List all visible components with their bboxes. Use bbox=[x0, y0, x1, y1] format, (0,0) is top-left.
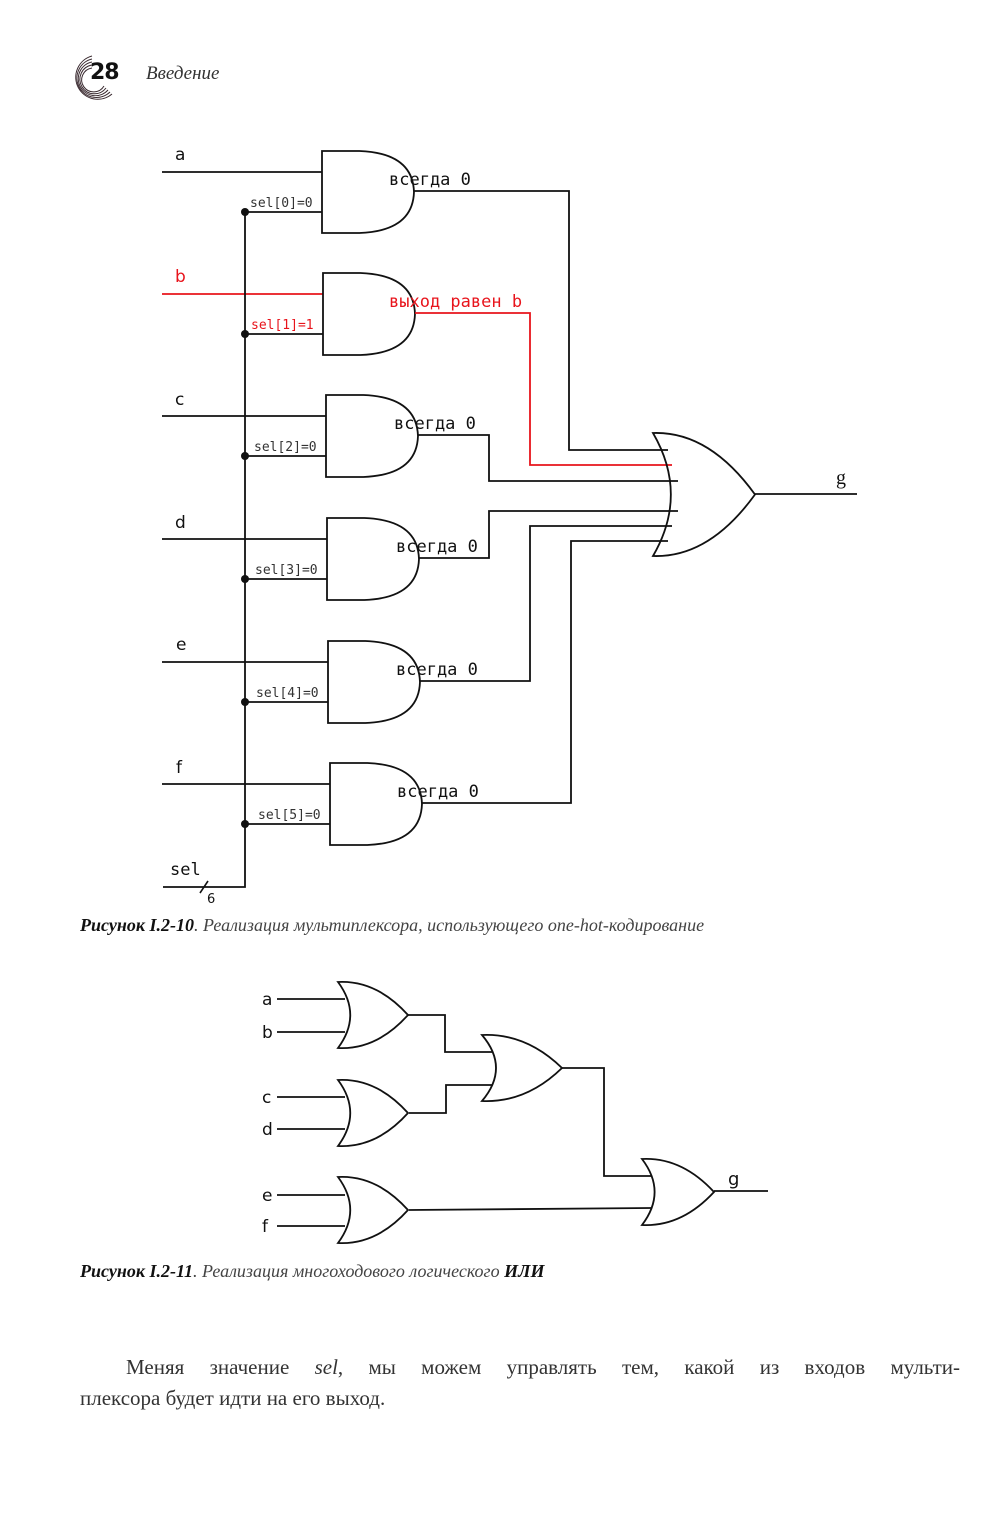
wire-cd-to-level2 bbox=[409, 1084, 492, 1114]
paragraph-line-1: Меняя значение sel, мы можем управлять т… bbox=[80, 1352, 960, 1383]
bus-label-sel: sel bbox=[170, 860, 201, 880]
figure2-circuit: ab cd ef g bbox=[262, 981, 768, 1244]
figure1-caption-text: . Реализация мультиплексора, использующе… bbox=[193, 915, 705, 935]
input-label-b: b bbox=[175, 267, 186, 287]
input-label-f: f bbox=[262, 1217, 269, 1237]
gate-output-label-4: всегда 0 bbox=[396, 660, 478, 680]
bus-width-slash bbox=[199, 880, 209, 894]
wire-ab-to-level2 bbox=[408, 1014, 492, 1053]
figure1-caption-label: Рисунок I.2-10 bbox=[80, 915, 194, 935]
or-gate-main bbox=[651, 432, 757, 557]
input-label-a: a bbox=[262, 990, 272, 1010]
input-label-e: e bbox=[262, 1186, 272, 1206]
output-wire-3 bbox=[418, 510, 678, 559]
figure2-caption-tail: ИЛИ bbox=[504, 1261, 545, 1281]
output-wire-2 bbox=[417, 434, 678, 482]
gate-output-label-3: всегда 0 bbox=[396, 537, 478, 557]
input-label-a: a bbox=[175, 145, 185, 165]
select-label-5: sel[5]=0 bbox=[258, 808, 321, 823]
or-gate-level1-1 bbox=[336, 1079, 410, 1147]
input-label-b: b bbox=[262, 1023, 273, 1043]
figure1-circuit: a sel[0]=0 всегда 0 b sel[1]=1 выход равен b c… bbox=[162, 145, 857, 907]
select-label-4: sel[4]=0 bbox=[256, 686, 319, 701]
output-wire-1 bbox=[414, 312, 672, 466]
and-gate-4 bbox=[327, 640, 421, 724]
paragraph-text: Меняя значение bbox=[126, 1355, 315, 1379]
figure1-caption: Рисунок I.2-10. Реализация мультиплексор… bbox=[80, 915, 704, 936]
input-label-d: d bbox=[262, 1120, 273, 1140]
wire-level2-to-final bbox=[562, 1067, 651, 1177]
output-label-g: g bbox=[728, 1169, 739, 1190]
gate-output-label-0: всегда 0 bbox=[389, 170, 471, 190]
output-wire-0 bbox=[413, 190, 668, 451]
input-label-f: f bbox=[176, 758, 183, 778]
and-gate-3 bbox=[326, 517, 420, 601]
or-gate-level1-0 bbox=[336, 981, 410, 1049]
select-label-0: sel[0]=0 bbox=[250, 196, 313, 211]
input-label-e: e bbox=[176, 635, 186, 655]
select-bus bbox=[163, 212, 246, 888]
output-label-g: g bbox=[836, 467, 846, 489]
input-label-c: c bbox=[262, 1088, 271, 1108]
input-label-c: c bbox=[175, 390, 184, 410]
paragraph-line-2: плексора будет идти на его выход. bbox=[80, 1386, 386, 1410]
and-gate-0 bbox=[321, 150, 415, 234]
output-wire-5 bbox=[421, 540, 668, 804]
and-gate-2 bbox=[325, 394, 419, 478]
bus-width-label: 6 bbox=[207, 892, 215, 907]
select-label-2: sel[2]=0 bbox=[254, 440, 317, 455]
figure2-caption: Рисунок I.2-11. Реализация многоходового… bbox=[80, 1261, 544, 1282]
or-gate-level2 bbox=[480, 1034, 564, 1102]
figure2-caption-label: Рисунок I.2-11 bbox=[80, 1261, 193, 1281]
or-gate-level1-2 bbox=[336, 1176, 410, 1244]
gate-output-label-2: всегда 0 bbox=[394, 414, 476, 434]
input-label-d: d bbox=[175, 513, 186, 533]
wire-ef-to-final bbox=[408, 1207, 652, 1211]
output-wire-4 bbox=[419, 525, 672, 682]
section-title: Введение bbox=[146, 63, 220, 84]
and-gate-1 bbox=[322, 272, 416, 356]
gate-output-label-1: выход равен b bbox=[389, 292, 522, 312]
page-number: 28 bbox=[90, 60, 120, 85]
and-gate-5 bbox=[329, 762, 423, 846]
select-label-1: sel[1]=1 bbox=[251, 318, 314, 333]
paragraph-emphasis-sel: sel bbox=[314, 1355, 338, 1379]
gate-output-label-5: всегда 0 bbox=[397, 782, 479, 802]
book-logo-icon bbox=[75, 55, 113, 100]
paragraph-text: , мы можем управлять тем, какой из входо… bbox=[337, 1355, 960, 1379]
figure2-caption-text: . Реализация многоходового логического bbox=[192, 1261, 505, 1281]
select-label-3: sel[3]=0 bbox=[255, 563, 318, 578]
or-gate-final bbox=[640, 1158, 716, 1226]
body-paragraph: Меняя значение sel, мы можем управлять т… bbox=[80, 1352, 960, 1414]
